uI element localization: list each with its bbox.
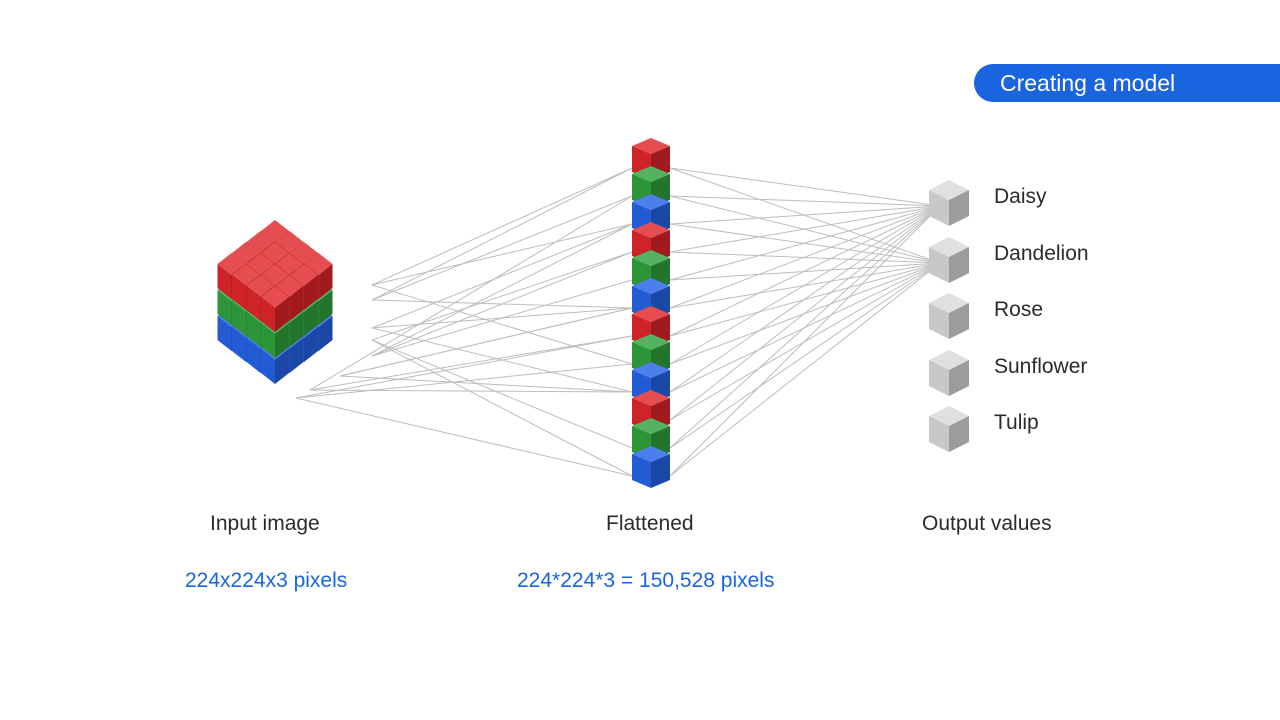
output-values-label: Output values xyxy=(922,512,1052,535)
flattened-column xyxy=(632,138,670,488)
class-label-tulip: Tulip xyxy=(994,411,1039,434)
class-label-dandelion: Dandelion xyxy=(994,242,1089,265)
input-size-text: 224x224x3 pixels xyxy=(185,569,348,592)
output-node-daisy xyxy=(929,180,969,226)
section-badge: Creating a model xyxy=(974,64,1280,102)
output-connections xyxy=(669,167,941,477)
class-label-daisy: Daisy xyxy=(994,185,1047,208)
output-node-tulip xyxy=(929,406,969,452)
output-node-dandelion xyxy=(929,237,969,283)
class-label-rose: Rose xyxy=(994,298,1044,321)
section-title: Creating a model xyxy=(1000,70,1176,96)
flattened-size-text: 224*224*3 = 150,528 pixels xyxy=(517,569,775,592)
input-voxel xyxy=(261,286,289,332)
input-layer-red xyxy=(217,220,333,332)
input-connections xyxy=(295,167,633,477)
flattened-label: Flattened xyxy=(606,512,694,535)
flattened-cube-blue xyxy=(632,446,670,488)
output-nodes xyxy=(929,180,969,452)
output-node-rose xyxy=(929,293,969,339)
input-image-cube xyxy=(217,220,333,384)
output-node-sunflower xyxy=(929,350,969,396)
flattened-cube-blue xyxy=(632,194,670,236)
input-image-label: Input image xyxy=(210,512,320,535)
class-label-sunflower: Sunflower xyxy=(994,355,1088,378)
